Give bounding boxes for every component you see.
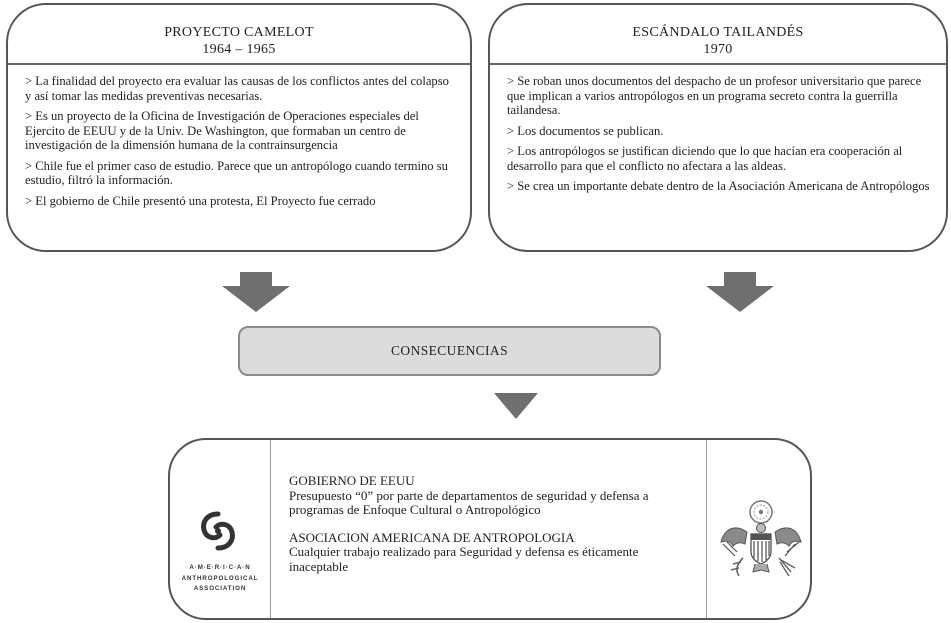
proyecto-camelot-box: PROYECTO CAMELOT 1964 – 1965 > La finali…	[6, 3, 472, 252]
consecuencias-label: CONSECUENCIAS	[391, 343, 508, 358]
gobierno-eeuu-title: GOBIERNO DE EEUU	[289, 473, 415, 488]
aaa-text-line-2: ANTHROPOLOGICAL	[181, 574, 259, 582]
escandalo-tailandes-title: ESCÁNDALO TAILANDÉS	[632, 25, 804, 40]
down-triangle-arrow	[494, 393, 538, 419]
list-item: > Se crea un importante debate dentro de…	[507, 179, 930, 193]
consecuencias-box: CONSECUENCIAS	[238, 326, 661, 376]
gobierno-eeuu-text: Presupuesto “0” por parte de departament…	[289, 487, 649, 517]
aaa-logo-icon	[201, 511, 235, 551]
proyecto-camelot-body: > La finalidad del proyecto era evaluar …	[8, 65, 470, 208]
aaa-logo-cell: A·M·E·R·I·C·A·N ANTHROPOLOGICAL ASSOCIAT…	[170, 440, 271, 618]
consequences-detail-box: A·M·E·R·I·C·A·N ANTHROPOLOGICAL ASSOCIAT…	[168, 438, 812, 620]
escandalo-tailandes-year: 1970	[703, 42, 733, 57]
aaa-text-line-1: A·M·E·R·I·C·A·N	[189, 564, 251, 571]
left-down-arrow	[222, 272, 290, 312]
list-item: > Chile fue el primer caso de estudio. P…	[25, 158, 448, 188]
escandalo-tailandes-box: ESCÁNDALO TAILANDÉS 1970 > Se roban unos…	[488, 3, 948, 252]
great-seal-icon	[720, 500, 802, 577]
right-down-arrow	[706, 272, 774, 312]
list-item: > Es un proyecto de la Oficina de Invest…	[25, 109, 419, 152]
asociacion-block: ASOCIACION AMERICANA DE ANTROPOLOGIA Cua…	[289, 529, 696, 575]
asociacion-text: Cualquier trabajo realizado para Segurid…	[289, 544, 639, 574]
proyecto-camelot-years: 1964 – 1965	[202, 42, 276, 57]
aaa-text-line-3: ASSOCIATION	[193, 585, 247, 592]
list-item: > Se roban unos documentos del despacho …	[507, 74, 922, 117]
list-item: > Los documentos se publican.	[507, 123, 664, 138]
list-item: > La finalidad del proyecto era evaluar …	[25, 74, 449, 103]
proyecto-camelot-header: PROYECTO CAMELOT 1964 – 1965	[8, 5, 470, 65]
proyecto-camelot-title: PROYECTO CAMELOT	[164, 25, 314, 40]
us-seal-cell	[707, 440, 810, 618]
escandalo-tailandes-body: > Se roban unos documentos del despacho …	[490, 65, 946, 194]
escandalo-tailandes-header: ESCÁNDALO TAILANDÉS 1970	[490, 5, 946, 65]
gobierno-eeuu-block: GOBIERNO DE EEUU Presupuesto “0” por par…	[289, 473, 696, 518]
list-item: > Los antropólogos se justifican diciend…	[507, 144, 903, 173]
list-item: > El gobierno de Chile presentó una prot…	[25, 193, 376, 208]
aaa-logo-text: A·M·E·R·I·C·A·N ANTHROPOLOGICAL ASSOCIAT…	[174, 563, 266, 595]
asociacion-title: ASOCIACION AMERICANA DE ANTROPOLOGIA	[289, 529, 575, 545]
consequences-text-cell: GOBIERNO DE EEUU Presupuesto “0” por par…	[270, 440, 707, 618]
